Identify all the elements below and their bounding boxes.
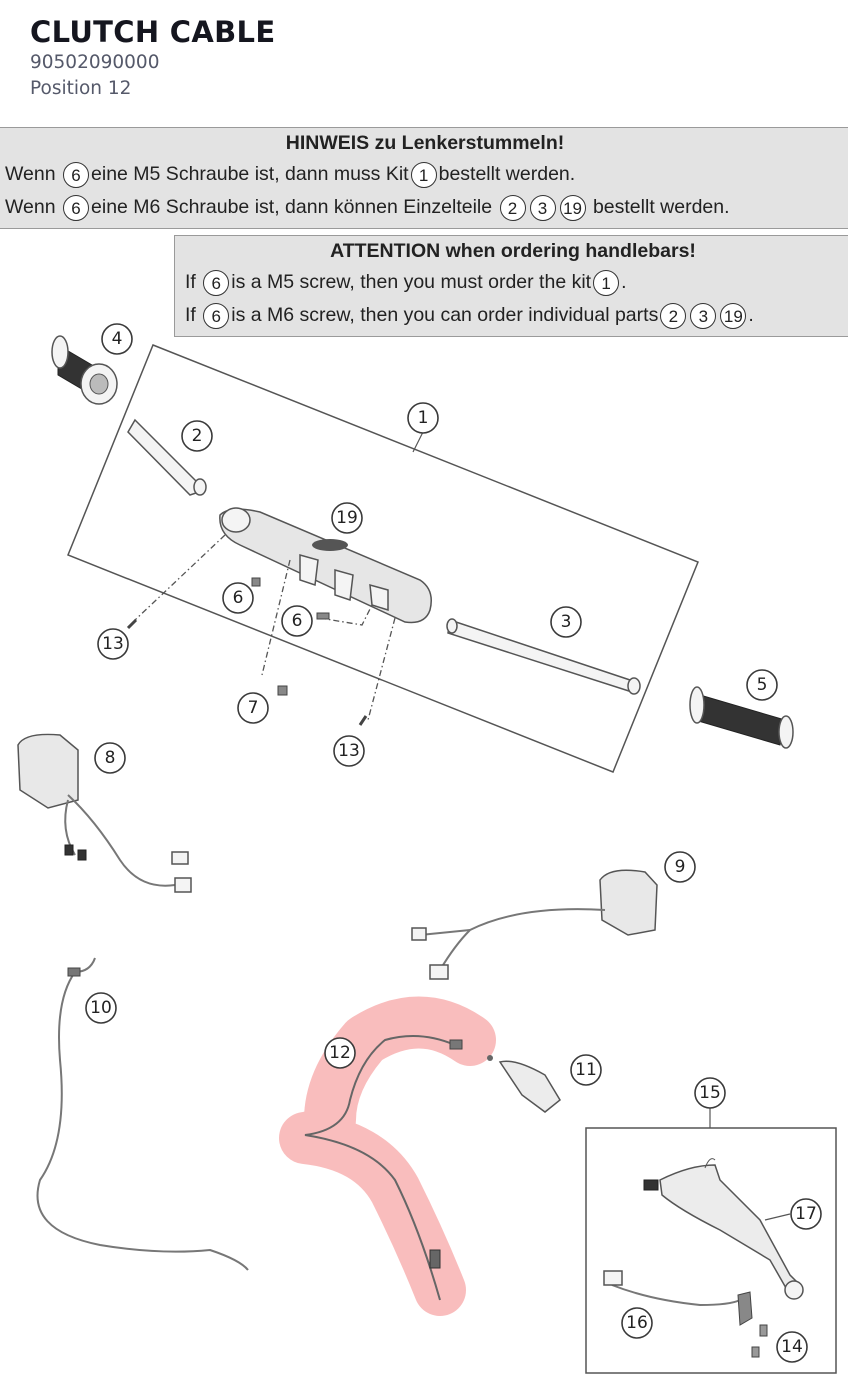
callout-7[interactable]: 7 (237, 692, 269, 724)
callout-13b[interactable]: 13 (333, 735, 365, 767)
text: bestellt werden. (592, 196, 730, 218)
callout-13a[interactable]: 13 (97, 628, 129, 660)
notice-english-heading: ATTENTION when ordering handlebars! (330, 240, 696, 262)
ref-circle: 6 (63, 194, 90, 221)
ref-circle: 6 (63, 161, 90, 188)
clutch-switch-part[interactable] (603, 1270, 753, 1326)
svg-text:8: 8 (105, 748, 116, 768)
text: If (185, 271, 196, 293)
part-position: Position 12 (30, 78, 132, 99)
ref-circle: 6 (203, 302, 230, 329)
ref-circle: 2 (660, 302, 687, 329)
handlebar-clamp-part[interactable] (219, 507, 432, 624)
callout-10[interactable]: 10 (85, 992, 117, 1024)
kit-leader (412, 431, 424, 453)
notice-english: ATTENTION when ordering handlebars! If 6… (174, 235, 848, 337)
svg-text:14: 14 (781, 1337, 803, 1357)
svg-text:16: 16 (626, 1313, 648, 1333)
page-header: CLUTCH CABLE 90502090000 Position 12 (30, 14, 275, 102)
clutch-lever-part[interactable] (643, 1158, 804, 1300)
text: Wenn (5, 196, 56, 218)
callout-9[interactable]: 9 (664, 851, 696, 883)
svg-text:13: 13 (102, 634, 124, 654)
svg-text:6: 6 (233, 588, 244, 608)
callout-1[interactable]: 1 (407, 402, 439, 434)
text: eine M6 Schraube ist, dann können Einzel… (91, 196, 493, 218)
callout-3[interactable]: 3 (550, 606, 582, 638)
callout-5[interactable]: 5 (746, 669, 778, 701)
throttle-cable-part[interactable] (36, 957, 249, 1271)
svg-text:1: 1 (418, 408, 429, 428)
svg-text:12: 12 (329, 1043, 351, 1063)
text: . (748, 304, 754, 326)
svg-text:13: 13 (338, 741, 360, 761)
text: is a M6 screw, then you can order indivi… (231, 304, 659, 326)
ref-circle: 19 (720, 302, 747, 329)
leader-17 (764, 1213, 791, 1221)
svg-text:19: 19 (336, 508, 358, 528)
callout-19[interactable]: 19 (331, 502, 363, 534)
svg-text:17: 17 (795, 1204, 817, 1224)
switch-left-part[interactable] (17, 733, 192, 893)
svg-text:9: 9 (675, 857, 686, 877)
text: eine M5 Schraube ist, dann muss Kit (91, 163, 409, 185)
ref-circle: 3 (690, 302, 717, 329)
svg-text:3: 3 (561, 612, 572, 632)
ref-circle: 19 (559, 194, 586, 221)
text: . (621, 271, 627, 293)
lever-kit-frame (585, 1127, 837, 1374)
callout-11[interactable]: 11 (570, 1054, 602, 1086)
svg-text:4: 4 (112, 329, 123, 349)
callout-4[interactable]: 4 (101, 323, 133, 355)
svg-text:6: 6 (292, 611, 303, 631)
text: If (185, 304, 196, 326)
grip-left-part[interactable] (51, 335, 118, 405)
svg-text:15: 15 (699, 1083, 721, 1103)
callout-17[interactable]: 17 (790, 1198, 822, 1230)
svg-text:5: 5 (757, 675, 768, 695)
grip-right-part[interactable] (689, 686, 794, 749)
svg-text:7: 7 (248, 698, 259, 718)
callout-8[interactable]: 8 (94, 742, 126, 774)
callout-6a[interactable]: 6 (222, 582, 254, 614)
kit-frame (67, 344, 699, 773)
cable-cover-part[interactable] (498, 1060, 561, 1113)
text: bestellt werden. (438, 163, 576, 185)
svg-text:11: 11 (575, 1060, 597, 1080)
callout-15[interactable]: 15 (694, 1077, 726, 1109)
ref-circle: 2 (499, 194, 526, 221)
screws (126, 534, 396, 726)
ref-circle: 3 (529, 194, 556, 221)
handlebar-tube-right-part[interactable] (446, 618, 641, 695)
ref-circle: 6 (203, 269, 230, 296)
ref-circle: 1 (593, 269, 620, 296)
small-screws-part[interactable] (751, 1324, 768, 1358)
callout-14[interactable]: 14 (776, 1331, 808, 1363)
text: is a M5 screw, then you must order the k… (231, 271, 592, 293)
svg-text:2: 2 (192, 426, 203, 446)
part-title: CLUTCH CABLE (30, 15, 276, 49)
ref-circle: 1 (410, 161, 437, 188)
text: Wenn (5, 163, 56, 185)
handlebar-tube-left-part[interactable] (127, 418, 207, 496)
svg-text:10: 10 (90, 998, 112, 1018)
part-number: 90502090000 (30, 52, 160, 73)
callout-6b[interactable]: 6 (281, 605, 313, 637)
callout-2[interactable]: 2 (181, 420, 213, 452)
switch-right-part[interactable] (411, 869, 658, 980)
notice-german-heading: HINWEIS zu Lenkerstummeln! (285, 132, 565, 154)
callout-12[interactable]: 12 (324, 1037, 356, 1069)
callout-16[interactable]: 16 (621, 1307, 653, 1339)
clutch-cable-part[interactable] (304, 1035, 493, 1301)
